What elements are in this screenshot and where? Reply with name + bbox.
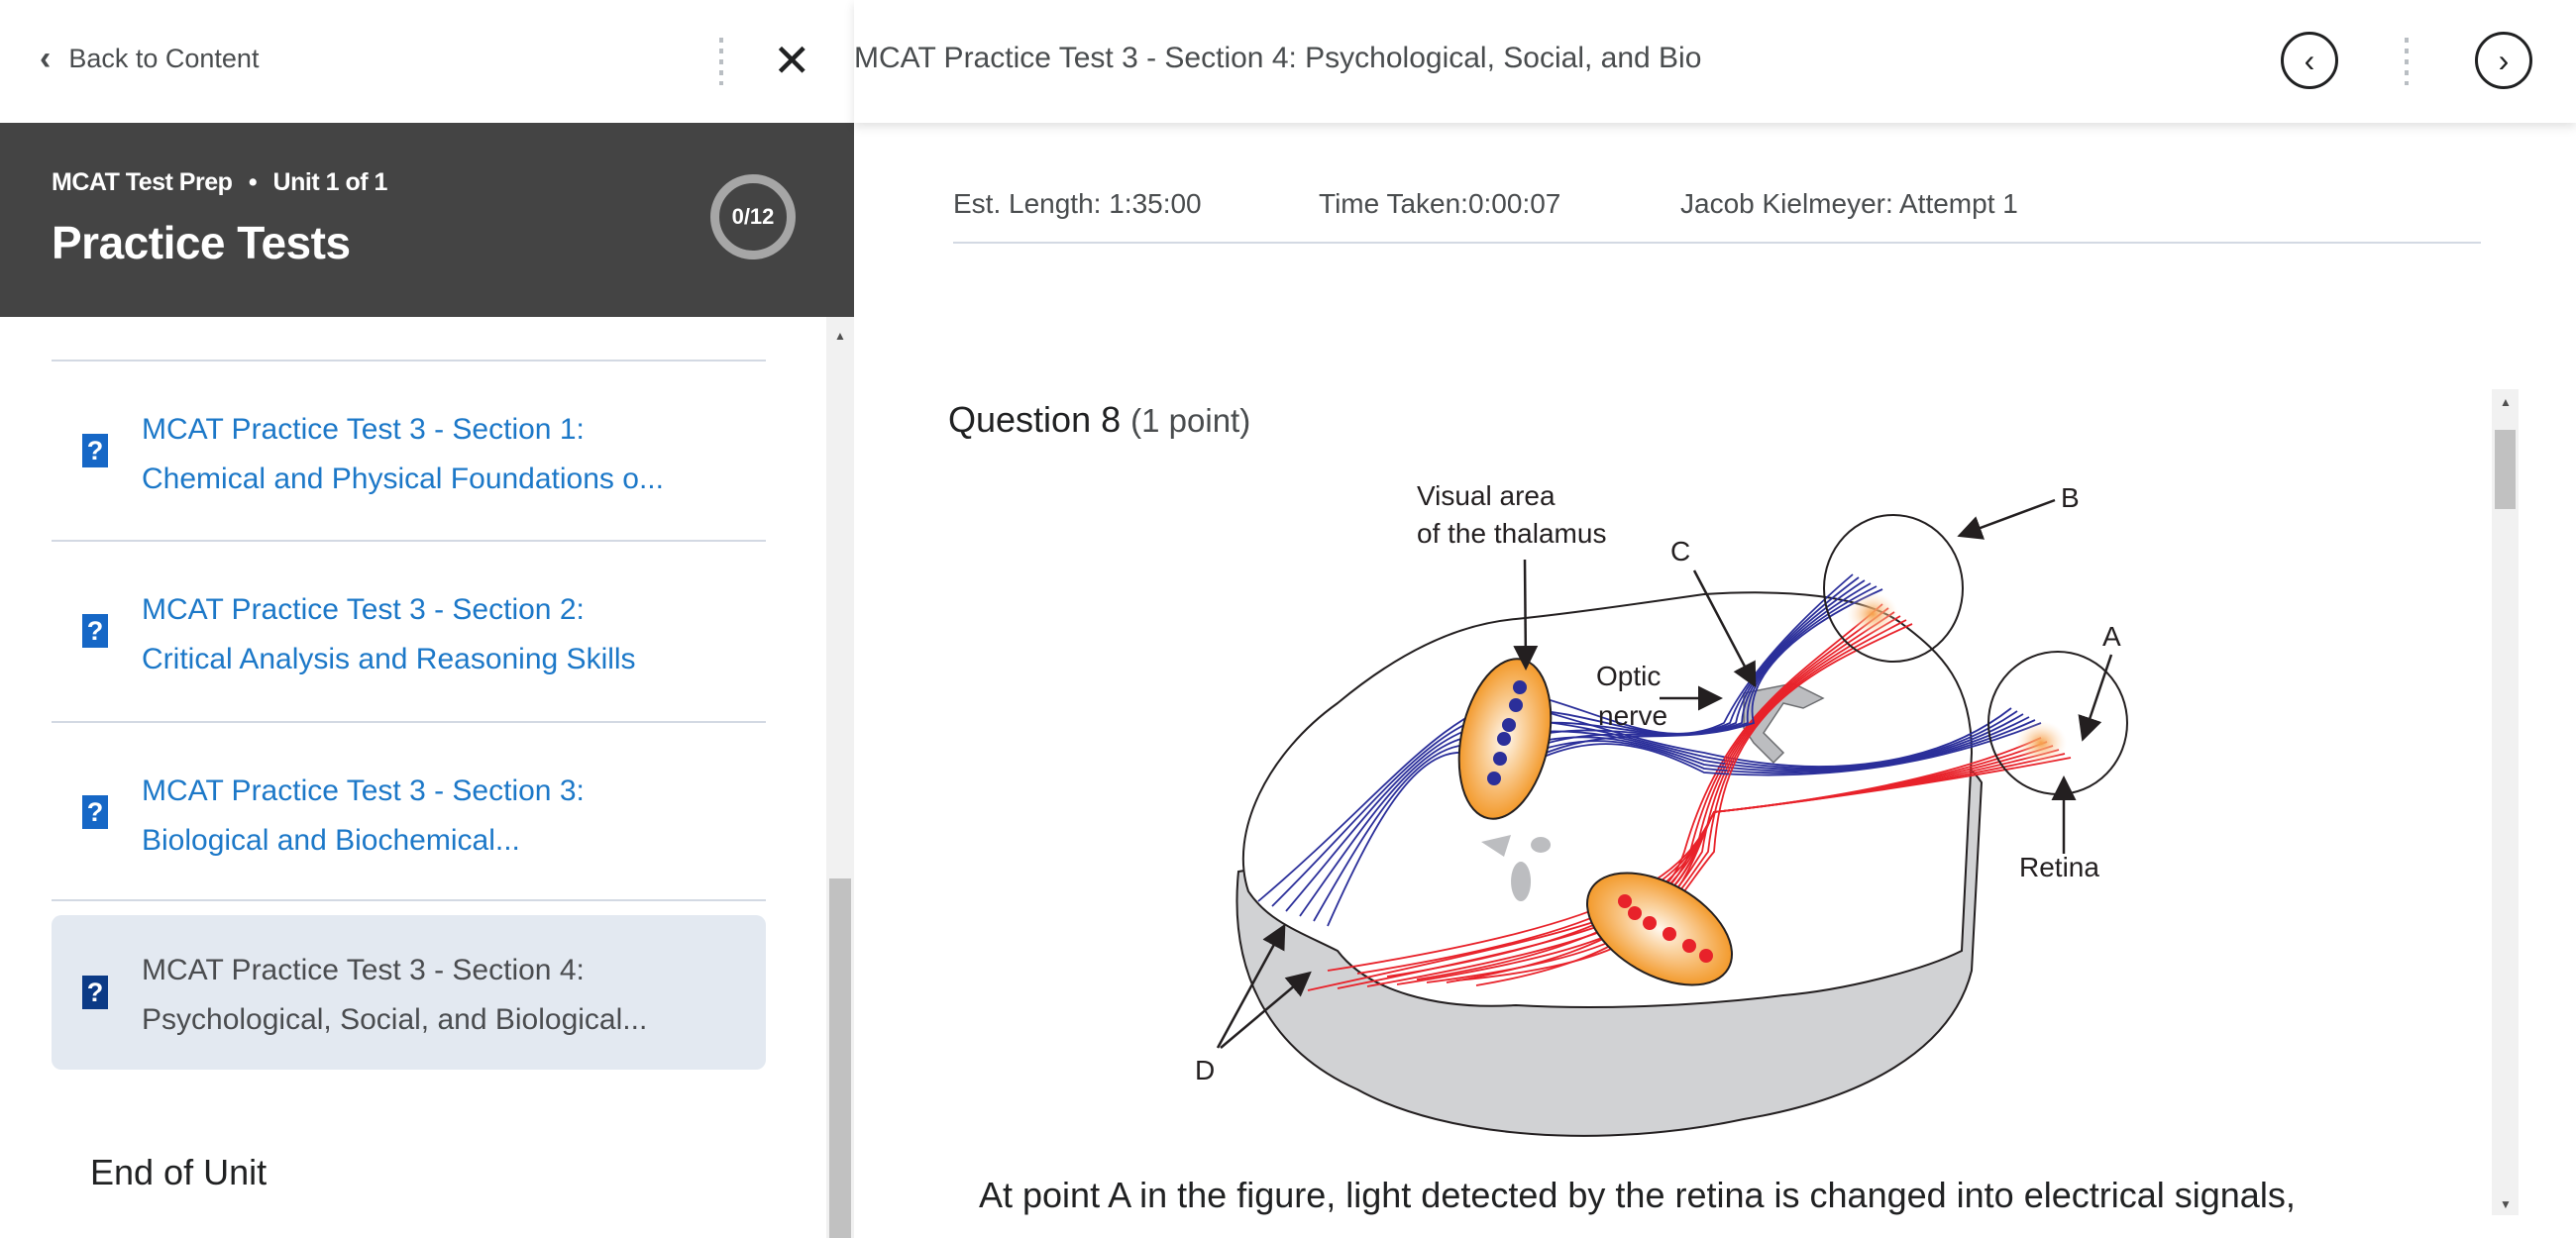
label-visual-area: Visual area <box>1417 480 1556 511</box>
content-title: MCAT Practice Test 3 - Section 4: Psycho… <box>854 42 1702 74</box>
end-of-unit-label: End of Unit <box>90 1152 268 1192</box>
back-to-content-link[interactable]: ‹ Back to Content <box>40 40 259 78</box>
question-points: (1 point) <box>1130 402 1251 439</box>
drag-handle-icon[interactable] <box>719 38 723 85</box>
item-title-line1: MCAT Practice Test 3 - Section 4: <box>142 954 585 986</box>
next-button[interactable]: › <box>2475 32 2532 89</box>
question-scrollbar-thumb[interactable] <box>2495 430 2516 509</box>
label-retina: Retina <box>2019 852 2099 882</box>
separator: • <box>248 168 258 196</box>
quiz-icon: ? <box>82 976 108 1009</box>
label-b: B <box>2061 482 2080 513</box>
divider <box>953 242 2481 244</box>
blue-fiber <box>1327 588 1883 927</box>
list-item-section-1[interactable]: ? MCAT Practice Test 3 - Section 1: Chemi… <box>52 360 766 540</box>
unit-label: Unit 1 of 1 <box>272 168 388 196</box>
divider-dots-icon <box>2405 38 2409 85</box>
red-synapse-dot <box>1628 906 1642 920</box>
blue-fiber <box>1271 576 1860 907</box>
list-item-section-2[interactable]: ? MCAT Practice Test 3 - Section 2: Criti… <box>52 540 766 720</box>
est-length: Est. Length: 1:35:00 <box>953 188 1202 219</box>
red-fiber <box>1396 615 1901 985</box>
label-a: A <box>2102 621 2121 652</box>
chevron-left-icon: ‹ <box>40 40 52 77</box>
scroll-down-icon[interactable]: ▼ <box>2500 1197 2512 1211</box>
label-d: D <box>1195 1055 1215 1085</box>
blue-fiber <box>1503 716 2030 773</box>
blue-fiber <box>1299 582 1872 917</box>
unit-title: Practice Tests <box>52 217 351 268</box>
red-synapse-dot <box>1682 939 1696 953</box>
chevron-left-icon: ‹ <box>2304 42 2315 78</box>
quiz-icon: ? <box>82 434 108 467</box>
label-c: C <box>1670 536 1690 567</box>
back-label: Back to Content <box>68 44 260 73</box>
item-title-line2: Critical Analysis and Reasoning Skills <box>142 643 636 675</box>
label-nerve: nerve <box>1598 700 1667 731</box>
blue-fiber <box>1507 713 2024 771</box>
item-title-line1: MCAT Practice Test 3 - Section 3: <box>142 774 585 807</box>
ventricle-small <box>1481 835 1552 901</box>
quiz-icon: ? <box>82 795 108 829</box>
list-item-section-3[interactable]: ? MCAT Practice Test 3 - Section 3: Biolo… <box>52 721 766 901</box>
item-title-line2: Biological and Biochemical... <box>142 824 520 857</box>
question-text: At point A in the figure, light detected… <box>979 1175 2296 1215</box>
item-title-line1: MCAT Practice Test 3 - Section 2: <box>142 593 585 626</box>
item-title-line2: Chemical and Physical Foundations o... <box>142 463 664 495</box>
blue-synapse-dot <box>1497 732 1511 746</box>
list-item-section-4-selected[interactable]: ? MCAT Practice Test 3 - Section 4: Psych… <box>52 915 766 1070</box>
progress-ring: 0/12 <box>710 174 796 259</box>
red-synapse-dot <box>1618 894 1632 908</box>
red-fiber <box>1307 603 1883 991</box>
scroll-up-icon[interactable]: ▲ <box>2500 395 2512 409</box>
red-fiber <box>1455 623 1913 981</box>
quiz-icon: ? <box>82 614 108 648</box>
blue-synapse-dot <box>1513 680 1527 694</box>
question-number: Question 8 <box>948 399 1122 440</box>
scroll-up-icon[interactable]: ▲ <box>834 329 846 343</box>
visual-pathway-figure: Visual area of the thalamus B C Optic ne… <box>1195 480 2128 1137</box>
time-taken: Time Taken:0:00:07 <box>1319 188 1561 219</box>
red-synapse-dot <box>1699 949 1713 963</box>
pointer-arrows <box>1216 498 2113 1049</box>
question-scrollbar[interactable]: ▲ ▼ <box>2492 389 2519 1215</box>
nerve-fibers <box>1257 573 2072 991</box>
previous-button[interactable]: ‹ <box>2281 32 2338 89</box>
blue-fiber <box>1511 710 2018 770</box>
blue-fiber <box>1257 573 1854 902</box>
chevron-right-icon: › <box>2498 42 2510 78</box>
eye-b <box>1823 514 1964 663</box>
unit-breadcrumb: MCAT Test Prep • Unit 1 of 1 <box>52 168 387 197</box>
sidebar-topbar: ‹ Back to Content ✕ <box>0 0 854 123</box>
blue-fiber <box>1285 579 1866 912</box>
ventricle <box>1743 682 1825 765</box>
red-synapse-dot <box>1663 927 1676 941</box>
course-name: MCAT Test Prep <box>52 168 233 196</box>
label-optic: Optic <box>1596 661 1661 691</box>
blue-synapse-dot <box>1487 772 1501 785</box>
red-synapse-dot <box>1643 916 1657 930</box>
red-fiber <box>1426 619 1907 983</box>
attempt-info: Jacob Kielmeyer: Attempt 1 <box>1680 188 2018 219</box>
item-title-line1: MCAT Practice Test 3 - Section 1: <box>142 413 585 446</box>
item-title-line2: Psychological, Social, and Biological... <box>142 1003 648 1036</box>
question-heading: Question 8 (1 point) <box>948 399 1250 441</box>
close-icon[interactable]: ✕ <box>773 35 811 86</box>
sidebar-scrollbar-thumb[interactable] <box>829 878 851 1238</box>
blue-fiber <box>1313 585 1878 922</box>
blue-synapse-dot <box>1509 698 1523 712</box>
blue-fiber <box>1495 722 2042 783</box>
blue-synapse-dot <box>1502 718 1516 732</box>
blue-synapse-dot <box>1493 752 1507 766</box>
label-thalamus: of the thalamus <box>1417 518 1606 549</box>
